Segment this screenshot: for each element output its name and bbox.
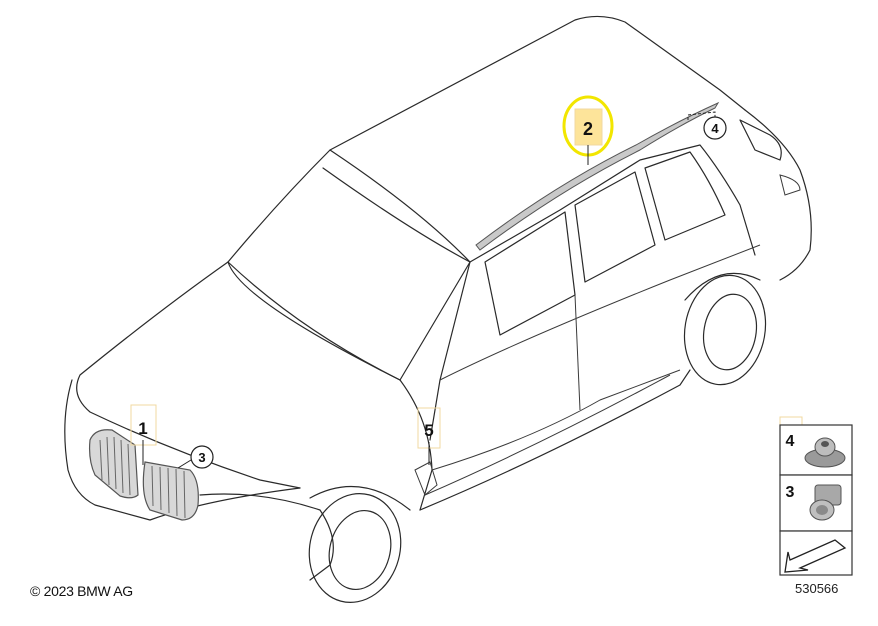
- callout-4-label: 4: [711, 121, 719, 136]
- callout-1-label: 1: [138, 419, 147, 438]
- callout-3-label: 3: [198, 450, 205, 465]
- callout-2-label: 2: [583, 119, 593, 139]
- kidney-grille-illustration: [88, 429, 199, 521]
- diagram-number: 530566: [795, 581, 839, 596]
- legend-item-3[interactable]: 3: [779, 474, 853, 532]
- exploded-view-arrow-box: [779, 530, 853, 576]
- copyright-notice: © 2023 BMW AG: [30, 583, 133, 599]
- legend-item-4[interactable]: 4: [779, 424, 853, 476]
- callout-3[interactable]: 3: [177, 445, 214, 469]
- clip-nut-icon: [804, 437, 846, 468]
- callout-4[interactable]: 4: [687, 111, 727, 140]
- callout-2[interactable]: 2: [562, 95, 614, 165]
- connector-clip-icon: [809, 484, 842, 521]
- callout-1[interactable]: 1: [130, 404, 157, 465]
- callout-5[interactable]: 5: [417, 407, 441, 465]
- callout-5-label: 5: [424, 421, 433, 440]
- parts-legend: 4 3: [779, 416, 853, 576]
- arrow-icon: [784, 539, 847, 573]
- legend-item-4-label: 4: [786, 433, 795, 450]
- legend-item-3-label: 3: [786, 484, 795, 501]
- vehicle-outline: [64, 15, 812, 603]
